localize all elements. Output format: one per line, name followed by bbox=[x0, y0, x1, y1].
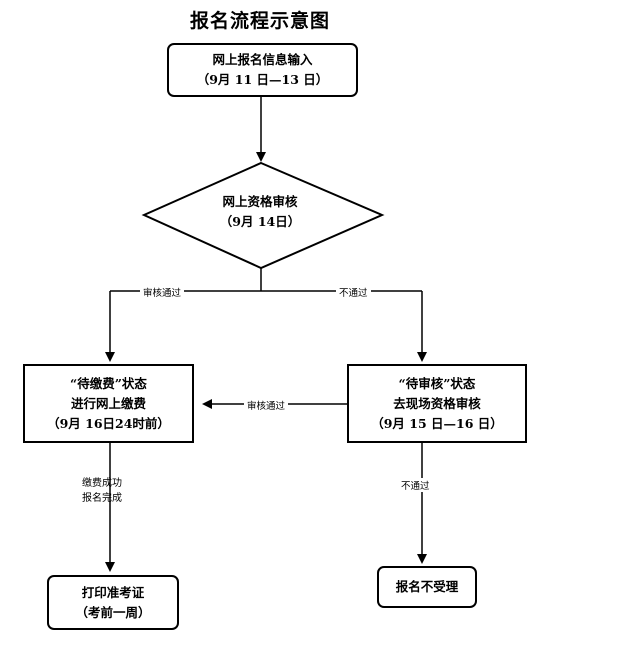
step-print-admission: 打印准考证 （考前一周） bbox=[47, 575, 179, 630]
step-info-input-line2: （9月 11 日—13 日） bbox=[196, 72, 329, 87]
review-line2: （9月 14日） bbox=[219, 214, 301, 229]
state-pending-payment: “待缴费”状态 进行网上缴费 （9月 16日24时前） bbox=[23, 364, 194, 443]
print-line2: （考前一周） bbox=[75, 604, 151, 620]
step-reject: 报名不受理 bbox=[377, 566, 477, 608]
pending-pay-line3: （9月 16日24时前） bbox=[47, 415, 170, 431]
label-review-pass: 审核通过 bbox=[140, 285, 185, 299]
pending-review-line1: “待审核”状态 bbox=[398, 375, 476, 391]
diagram-title: 报名流程示意图 bbox=[190, 10, 331, 32]
label-pay-success: 缴费成功 报名完成 bbox=[82, 476, 122, 506]
pending-review-line3: （9月 15 日—16 日） bbox=[371, 415, 503, 431]
pending-review-line2: 去现场资格审核 bbox=[393, 395, 481, 411]
pending-pay-line1: “待缴费”状态 bbox=[70, 375, 147, 391]
pay-success-line1: 缴费成功 bbox=[82, 478, 122, 489]
state-pending-review: “待审核”状态 去现场资格审核 （9月 15 日—16 日） bbox=[347, 364, 527, 443]
label-onsite-fail: 不通过 bbox=[398, 478, 433, 492]
label-onsite-pass: 审核通过 bbox=[244, 398, 289, 412]
reject-text: 报名不受理 bbox=[395, 579, 459, 594]
pay-success-line2: 报名完成 bbox=[82, 493, 122, 504]
label-review-fail: 不通过 bbox=[336, 285, 371, 299]
review-diamond-text: 网上资格审核 （9月 14日） bbox=[185, 192, 335, 232]
review-line1: 网上资格审核 bbox=[222, 194, 298, 209]
print-line1: 打印准考证 bbox=[81, 584, 145, 600]
pending-pay-line2: 进行网上缴费 bbox=[70, 395, 146, 411]
step-info-input: 网上报名信息输入 （9月 11 日—13 日） bbox=[167, 43, 358, 97]
step-info-input-line1: 网上报名信息输入 bbox=[212, 52, 313, 67]
